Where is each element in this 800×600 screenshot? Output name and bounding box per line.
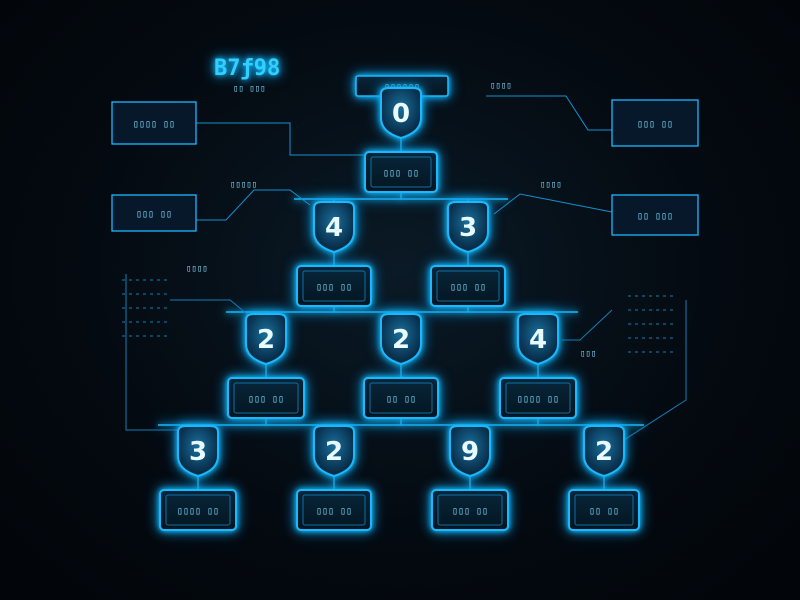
node-box <box>430 265 506 307</box>
node-box-inner <box>369 382 433 414</box>
node-box <box>499 377 577 419</box>
side-rails <box>122 274 687 441</box>
callout-right-mid: ▯▯ ▯▯▯ <box>493 193 699 236</box>
callout-box <box>111 194 197 232</box>
tree-node: 4 ▯▯▯▯ ▯▯ <box>499 313 577 419</box>
node-label: ▯▯▯▯ ▯▯ <box>517 394 559 405</box>
side-label-sl-4: ▯▯▯▯ <box>186 264 208 274</box>
node-box-inner <box>437 494 503 526</box>
side-label-sl-3: ▯▯▯▯ <box>540 180 562 190</box>
node-box-inner <box>233 382 299 414</box>
tree-node: 3 ▯▯▯ ▯▯ <box>430 201 506 307</box>
callout-text: ▯▯ ▯▯▯ <box>637 211 673 222</box>
node-shield <box>380 313 422 366</box>
node-label: ▯▯▯ ▯▯ <box>316 282 352 293</box>
node-shield <box>177 425 219 478</box>
node-box <box>568 489 640 531</box>
node-shield <box>449 425 491 478</box>
node-value: 0 <box>392 99 410 129</box>
callout-text: ▯▯▯ ▯▯ <box>637 119 673 130</box>
node-shield <box>380 87 422 140</box>
node-shield <box>313 425 355 478</box>
tree-node: 2 ▯▯▯ ▯▯ <box>296 425 372 531</box>
side-label-group: ▯▯▯▯▯▯▯▯▯▯▯▯▯▯▯▯▯▯▯▯ <box>122 81 687 441</box>
tree-node: 2 ▯▯▯ ▯▯ <box>227 313 305 419</box>
node-value: 4 <box>529 325 547 355</box>
tree-node: 2 ▯▯ ▯▯ <box>363 313 439 419</box>
callout-box <box>111 101 197 145</box>
node-group: 0 ▯▯▯ ▯▯ 4 ▯▯▯ ▯▯ 3 ▯▯▯ ▯▯ 2 ▯▯▯ ▯▯ 2 ▯▯ ▯▯ 4 ▯▯▯▯ … <box>159 87 640 531</box>
node-shield <box>245 313 287 366</box>
node-box <box>296 489 372 531</box>
callout-group: ▯▯▯▯ ▯▯ ▯▯▯ ▯▯ ▯▯▯ ▯▯ ▯▯ ▯▯▯ <box>111 95 699 236</box>
node-value: 2 <box>257 325 275 355</box>
node-value: 3 <box>189 437 207 467</box>
callout-leader <box>486 95 612 131</box>
node-label: ▯▯▯ ▯▯ <box>248 394 284 405</box>
callout-leader <box>196 189 311 221</box>
node-box-inner <box>370 156 432 188</box>
callout-right-top: ▯▯▯ ▯▯ <box>486 95 699 147</box>
node-label: ▯▯▯ ▯▯ <box>383 168 419 179</box>
left-leader <box>170 299 253 319</box>
node-box <box>431 489 509 531</box>
left-bracket <box>125 274 198 431</box>
side-label-sl-1: ▯▯▯▯ <box>490 81 512 91</box>
callout-leader <box>493 193 613 215</box>
node-shield <box>517 313 559 366</box>
node-box <box>227 377 305 419</box>
tree-node: 2 ▯▯ ▯▯ <box>568 425 640 531</box>
node-box <box>364 151 438 193</box>
callout-left-top: ▯▯▯▯ ▯▯ <box>111 101 370 156</box>
right-leader <box>562 309 613 341</box>
node-box <box>296 265 372 307</box>
callout-box <box>611 194 699 236</box>
node-box <box>159 489 237 531</box>
node-box-inner <box>436 270 500 302</box>
node-label: ▯▯▯ ▯▯ <box>452 506 488 517</box>
tree-node: 9 ▯▯▯ ▯▯ <box>431 425 509 531</box>
node-shield <box>447 201 489 254</box>
node-shield <box>313 201 355 254</box>
side-label-sl-2: ▯▯▯▯▯ <box>230 180 257 190</box>
node-box-inner <box>302 494 366 526</box>
callout-box <box>611 99 699 147</box>
node-label: ▯▯▯▯ ▯▯ <box>177 506 219 517</box>
node-value: 2 <box>392 325 410 355</box>
right-bracket <box>623 300 687 441</box>
node-value: 2 <box>325 437 343 467</box>
callout-text: ▯▯▯▯ ▯▯ <box>133 119 175 130</box>
node-box <box>363 377 439 419</box>
tree-node: 0 ▯▯▯ ▯▯ <box>364 87 438 193</box>
node-box-inner <box>574 494 634 526</box>
node-value: 9 <box>461 437 479 467</box>
node-value: 3 <box>459 213 477 243</box>
node-box-inner <box>302 270 366 302</box>
node-value: 4 <box>325 213 343 243</box>
callout-left-mid: ▯▯▯ ▯▯ <box>111 189 311 232</box>
callout-text: ▯▯▯ ▯▯ <box>136 209 172 220</box>
node-label: ▯▯ ▯▯ <box>386 394 416 405</box>
node-shield <box>583 425 625 478</box>
node-label: ▯▯▯ ▯▯ <box>450 282 486 293</box>
node-box-inner <box>165 494 231 526</box>
diagram-title: B7ƒ98 <box>214 56 280 81</box>
diagram-subtitle: ▯▯ ▯▯▯ <box>233 84 266 94</box>
tree-node: 4 ▯▯▯ ▯▯ <box>296 201 372 307</box>
callout-leader <box>196 122 370 156</box>
side-label-sl-5: ▯▯▯ <box>580 349 596 359</box>
node-label: ▯▯ ▯▯ <box>589 506 619 517</box>
node-box-inner <box>505 382 571 414</box>
tree-node: 3 ▯▯▯▯ ▯▯ <box>159 425 237 531</box>
node-value: 2 <box>595 437 613 467</box>
node-label: ▯▯▯ ▯▯ <box>316 506 352 517</box>
